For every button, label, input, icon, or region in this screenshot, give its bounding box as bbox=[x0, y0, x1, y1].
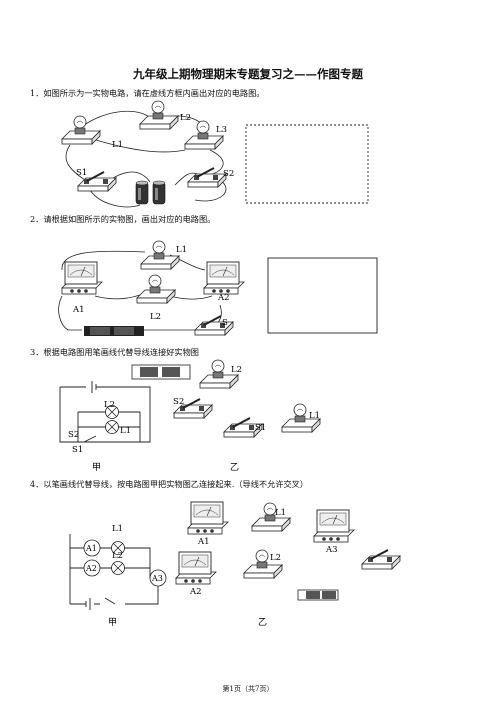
q2-label-s: S bbox=[222, 318, 228, 328]
page-footer: 第1页（共7页） bbox=[222, 685, 274, 693]
q4-ammeter-a2 bbox=[175, 551, 217, 585]
q3-schematic-label-s2: S2 bbox=[68, 430, 79, 440]
q2-label-l2: L2 bbox=[150, 312, 161, 322]
q3-schematic-label-l1: L1 bbox=[120, 426, 131, 436]
q2-bulb-l2 bbox=[137, 275, 175, 303]
q4-schematic-label-a1: A1 bbox=[85, 544, 97, 553]
q3-label-l1: L1 bbox=[309, 411, 320, 421]
q2-bulb-l1 bbox=[141, 241, 179, 269]
page-title: 九年级上期物理期末专题复习之——作图专题 bbox=[133, 67, 363, 81]
q2-label-a2: A2 bbox=[217, 293, 230, 303]
q3-label-s2: S2 bbox=[173, 397, 184, 407]
q3-caption-jia: 甲 bbox=[92, 462, 101, 473]
q1-label-s1: S1 bbox=[76, 168, 87, 178]
q4-label-l2: L2 bbox=[270, 553, 281, 563]
q4-schematic-label-a2: A2 bbox=[85, 564, 97, 573]
q2-ammeter-a1 bbox=[61, 261, 103, 295]
q4-caption-jia: 甲 bbox=[108, 617, 117, 628]
q4-schematic-label-a3: A3 bbox=[151, 574, 163, 583]
figure-q2-circuit bbox=[58, 250, 222, 331]
question-1: 1．如图所示为一实物电路，请在虚线方框内画出对应的电路图。 bbox=[30, 88, 265, 98]
figure-q1-circuit bbox=[65, 110, 227, 208]
q2-answer-box[interactable] bbox=[267, 257, 378, 334]
question-4: 4．以笔画线代替导线，按电路图甲把实物图乙连接起来.（导线不允许交叉） bbox=[30, 479, 309, 489]
q4-label-a1: A1 bbox=[197, 537, 210, 547]
q4-schematic-label-l1: L1 bbox=[112, 524, 123, 534]
q3-label-l2: L2 bbox=[231, 365, 242, 375]
q1-battery-cell bbox=[135, 180, 149, 205]
question-3: 3．根据电路图用笔画线代替导线连接好实物图 bbox=[30, 347, 199, 357]
q1-label-l1: L1 bbox=[112, 140, 123, 150]
q1-answer-box[interactable] bbox=[245, 124, 369, 204]
q4-ammeter-a1 bbox=[187, 501, 229, 535]
q2-label-a1: A1 bbox=[72, 305, 85, 315]
q3-label-s1: S1 bbox=[255, 423, 266, 433]
q4-caption-yi: 乙 bbox=[258, 617, 267, 628]
q4-label-a2: A2 bbox=[189, 587, 202, 597]
q2-label-l1: L1 bbox=[176, 245, 187, 255]
question-2: 2．请根据如图所示的实物图，画出对应的电路图。 bbox=[30, 214, 216, 224]
q3-schematic-label-s1: S1 bbox=[72, 445, 83, 455]
q4-switch bbox=[362, 550, 400, 569]
q1-label-s2: S2 bbox=[223, 169, 234, 179]
q1-bulb-l1 bbox=[62, 116, 100, 144]
q4-schematic-label-l2: L2 bbox=[112, 551, 123, 561]
q4-label-l1: L1 bbox=[275, 508, 286, 518]
q3-schematic-label-l2: L2 bbox=[104, 400, 115, 410]
q3-caption-yi: 乙 bbox=[230, 462, 239, 473]
q4-ammeter-a3 bbox=[313, 509, 355, 543]
q1-battery-cell bbox=[152, 180, 166, 205]
q4-schematic-bulb-l2 bbox=[111, 561, 125, 575]
q1-label-l3: L3 bbox=[216, 125, 227, 135]
q1-switch-s2 bbox=[188, 168, 226, 187]
q2-ammeter-a2 bbox=[203, 261, 245, 295]
q4-label-a3: A3 bbox=[325, 545, 338, 555]
q3-schematic-bulb-l1 bbox=[105, 420, 119, 434]
q1-label-l2: L2 bbox=[180, 113, 191, 123]
